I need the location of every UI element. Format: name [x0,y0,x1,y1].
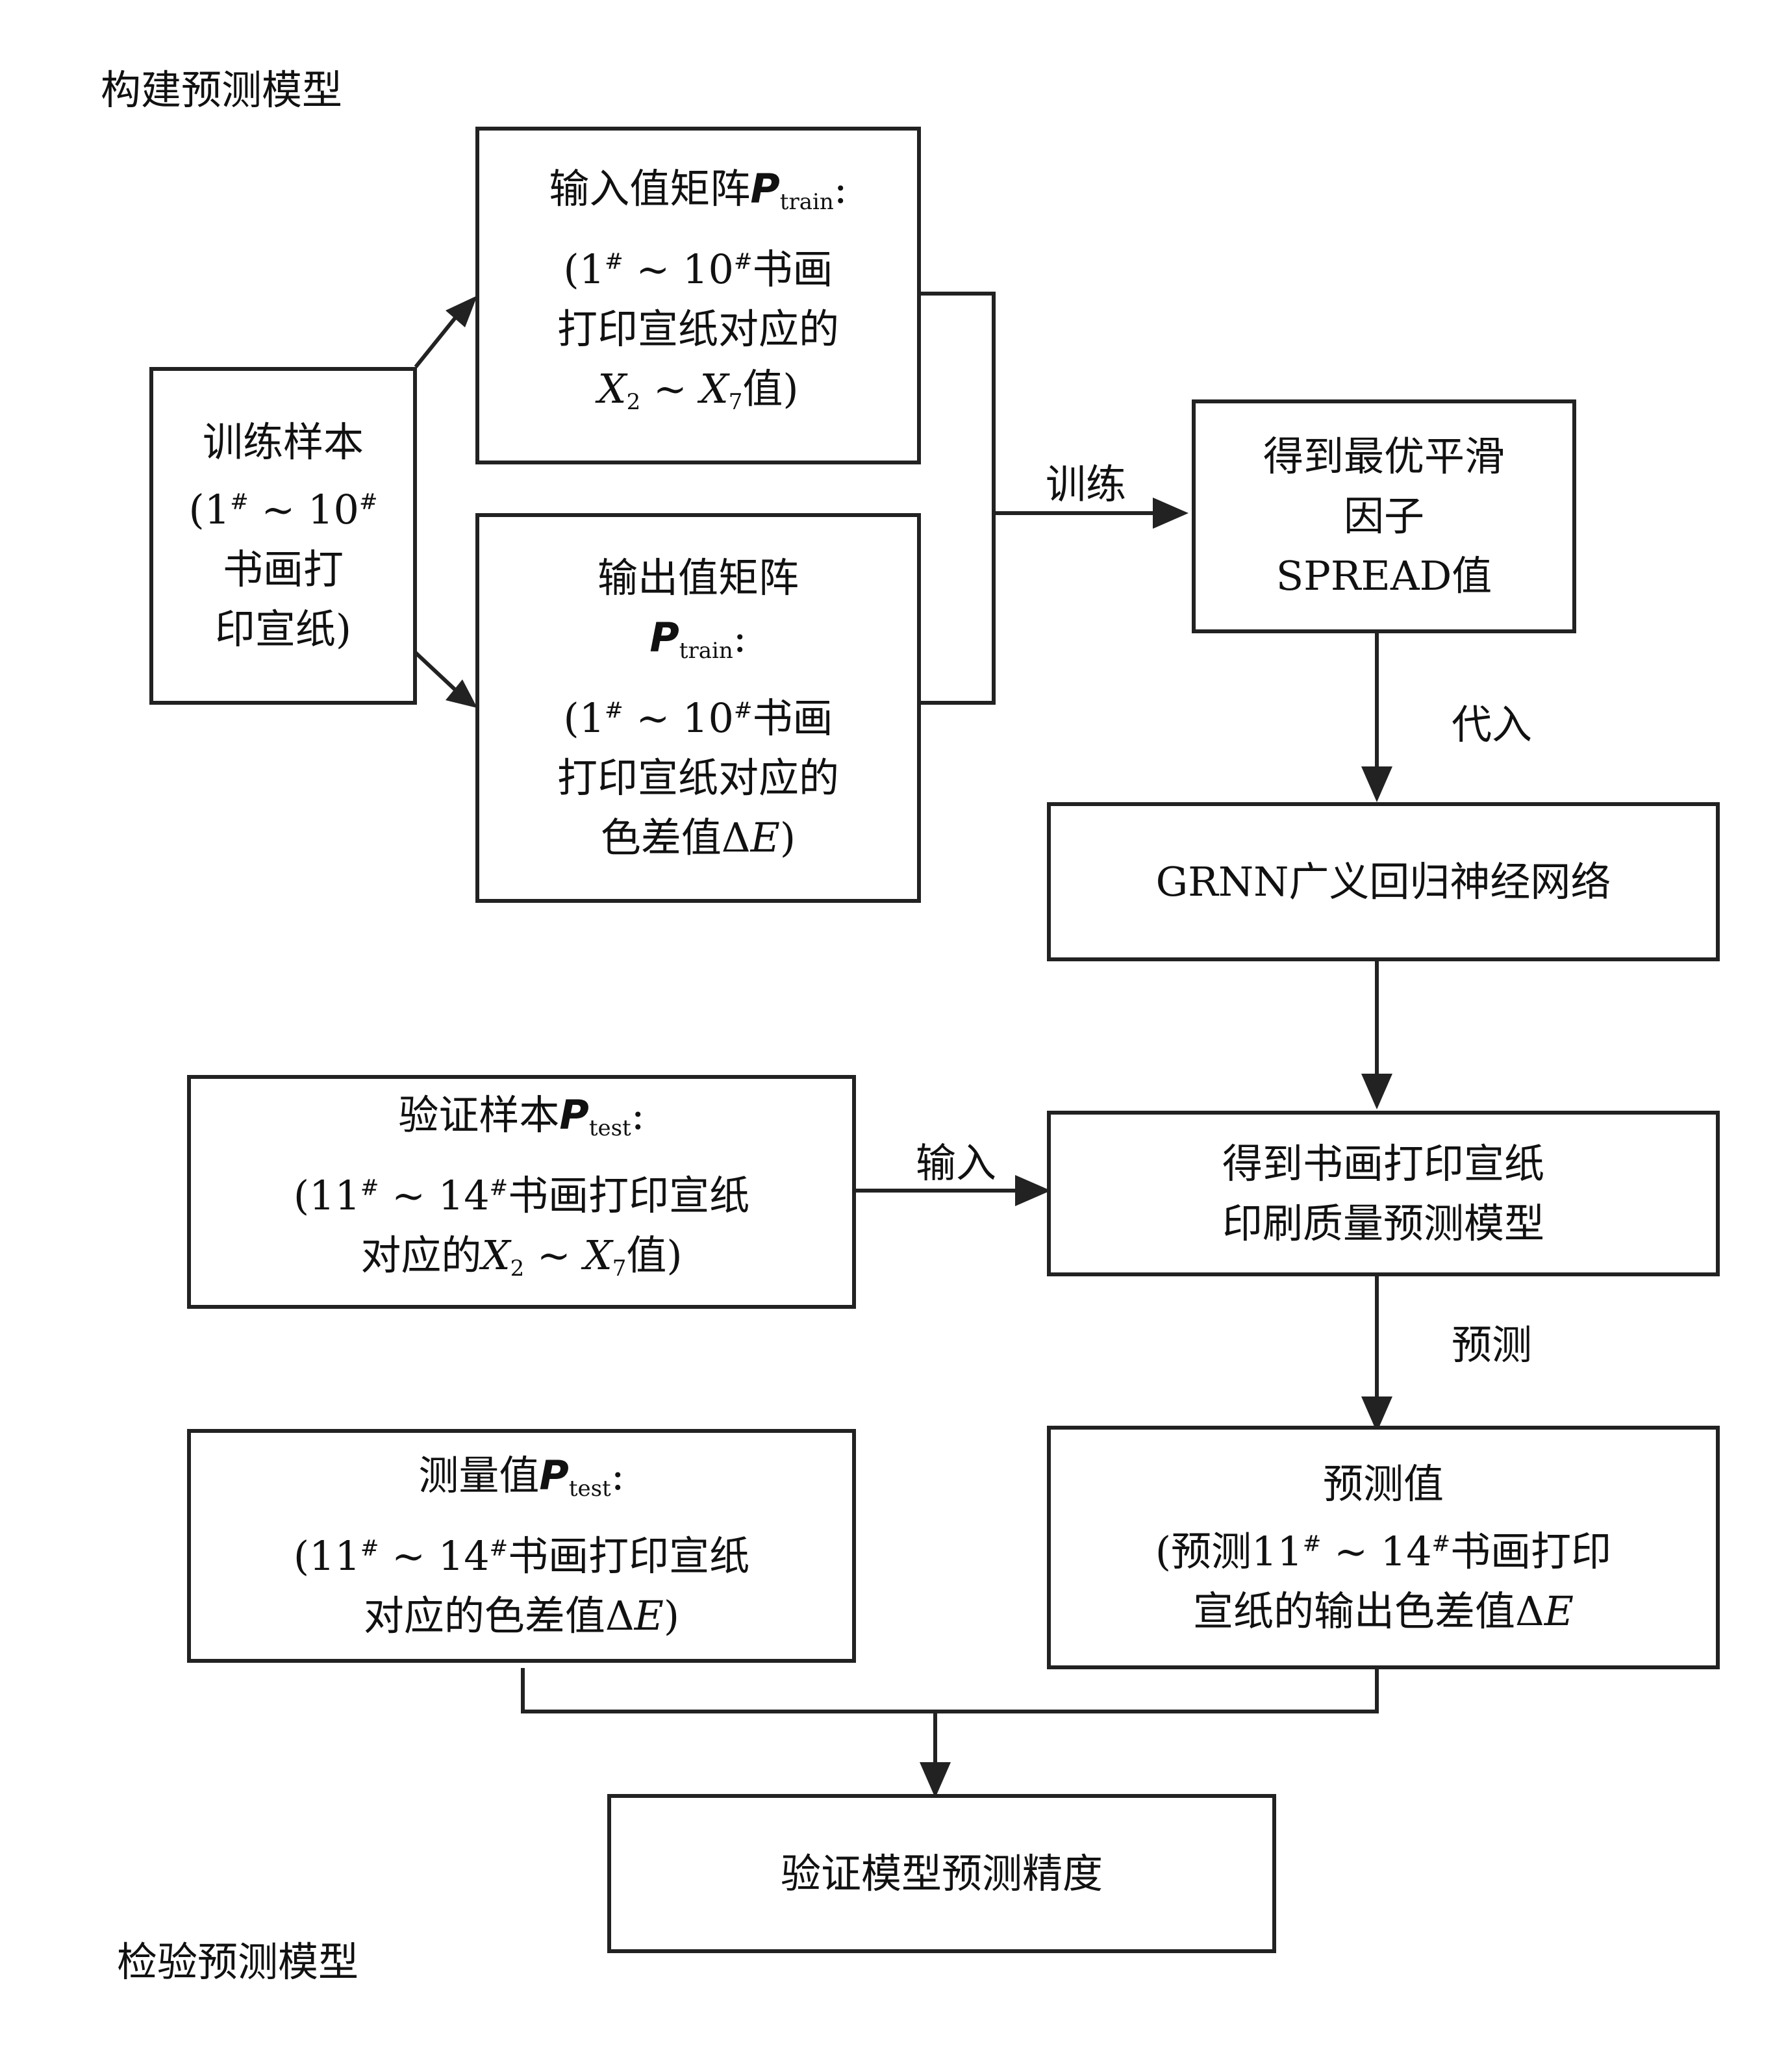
edge-sample-to-output [414,651,458,692]
training-sample-line-1: 训练样本 [202,418,364,466]
arrow-to-input [446,296,477,327]
edge-label-input: 输入 [916,1139,997,1187]
predicted-line-3: 宣纸的输出色差值ΔE [1192,1587,1574,1635]
predicted-line-2: (预测11# ~ 14#书画打印 [1155,1527,1612,1575]
edge-label-substitute: 代入 [1452,701,1533,748]
input-matrix-line-3: 打印宣纸对应的 [557,305,839,353]
input-matrix-line-2: (1# ~ 10#书画 [563,246,833,293]
arrow-to-spread [1153,498,1189,529]
edge-label-predict: 预测 [1452,1321,1533,1369]
measured-line-2: (11# ~ 14#书画打印宣纸 [293,1532,750,1580]
arrow-to-model-left [1015,1175,1051,1206]
node-training-sample: 训练样本 (1# ~ 10# 书画打 印宣纸) [149,367,417,705]
arrow-to-model [1361,1074,1392,1109]
input-matrix-line-4: X2 ~ X7值) [597,365,799,415]
section-build-label: 构建预测模型 [101,66,343,114]
node-validation-sample: 验证样本Ptest: (11# ~ 14#书画打印宣纸 对应的X2 ~ X7值) [187,1075,856,1309]
output-matrix-line-4: 打印宣纸对应的 [557,754,839,802]
edge-sample-to-input [414,316,458,368]
node-input-matrix: 输入值矩阵Ptrain: (1# ~ 10#书画 打印宣纸对应的 X2 ~ X7… [475,127,921,464]
output-matrix-line-3: (1# ~ 10#书画 [563,694,833,742]
arrow-to-output [446,679,477,708]
training-sample-line-4: 印宣纸) [214,605,352,653]
grnn-line-1: GRNN广义回归神经网络 [1155,857,1611,905]
node-output-matrix: 输出值矩阵 Ptrain: (1# ~ 10#书画 打印宣纸对应的 色差值ΔE) [475,513,921,903]
edge-merge [521,1668,1379,1713]
output-matrix-line-2: Ptrain: [649,614,747,664]
input-matrix-line-1: 输入值矩阵Ptrain: [549,165,848,215]
validation-line-2: (11# ~ 14#书画打印宣纸 [293,1172,750,1219]
output-matrix-line-1: 输出值矩阵 [597,554,799,601]
output-matrix-line-5: 色差值ΔE) [600,814,796,861]
edge-label-train: 训练 [1046,461,1127,508]
training-sample-line-2: (1# ~ 10# [188,486,378,533]
spread-line-2: 因子 [1343,492,1424,540]
edge-input-bracket [918,292,996,705]
section-test-label: 检验预测模型 [117,1938,359,1986]
validation-line-1: 验证样本Ptest: [398,1091,645,1141]
node-spread: 得到最优平滑 因子 SPREAD值 [1192,399,1576,633]
measured-line-3: 对应的色差值ΔE) [363,1592,680,1639]
spread-line-1: 得到最优平滑 [1263,433,1505,480]
node-predicted: 预测值 (预测11# ~ 14#书画打印 宣纸的输出色差值ΔE [1047,1426,1720,1669]
node-grnn: GRNN广义回归神经网络 [1047,802,1720,961]
measured-line-1: 测量值Ptest: [418,1452,625,1502]
node-measured: 测量值Ptest: (11# ~ 14#书画打印宣纸 对应的色差值ΔE) [187,1429,856,1663]
predicted-line-1: 预测值 [1322,1459,1444,1508]
training-sample-line-3: 书画打 [222,546,344,593]
spread-line-3: SPREAD值 [1276,552,1492,600]
accuracy-line-1: 验证模型预测精度 [780,1849,1103,1897]
model-line-1: 得到书画打印宣纸 [1222,1139,1544,1187]
model-line-2: 印刷质量预测模型 [1222,1199,1544,1247]
node-prediction-model: 得到书画打印宣纸 印刷质量预测模型 [1047,1111,1720,1276]
arrow-to-accuracy [920,1762,951,1798]
arrow-to-predicted [1361,1396,1392,1432]
arrow-to-grnn [1361,766,1392,802]
validation-line-3: 对应的X2 ~ X7值) [360,1232,683,1282]
node-accuracy: 验证模型预测精度 [607,1794,1276,1953]
